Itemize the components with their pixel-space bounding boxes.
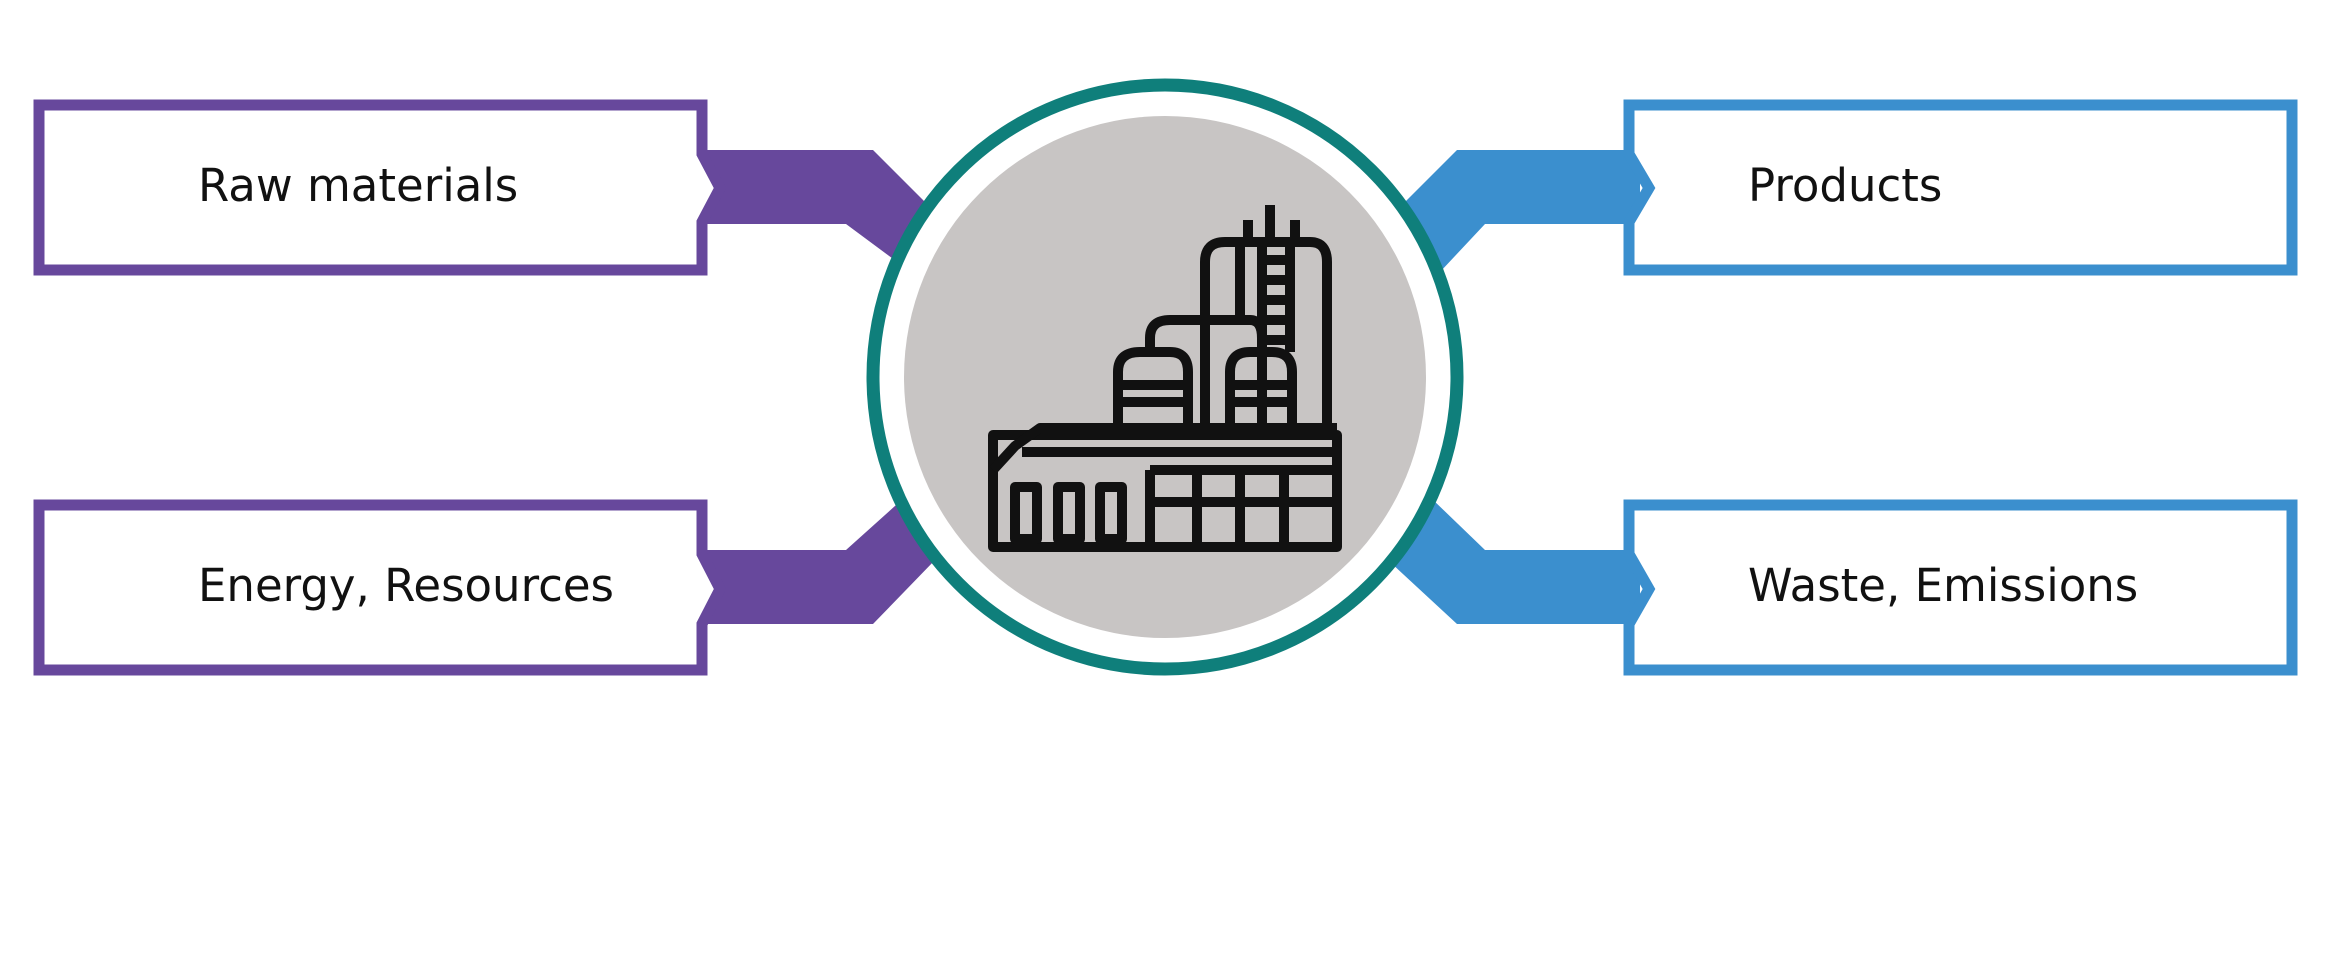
input-connectors [700,150,935,624]
raw-materials-connector [700,150,935,290]
energy-resources-box: Energy, Resources [33,499,727,676]
products-connector [1400,150,1640,272]
waste-emissions-connector [1390,497,1640,624]
energy-resources-box-border [33,499,727,676]
factory-icon [988,205,1342,552]
energy-resources-label: Energy, Resources [198,559,614,612]
products-box: Products [1623,99,2298,276]
waste-emissions-box-border [1623,499,2298,676]
raw-materials-box-border [33,99,727,276]
waste-emissions-box: Waste, Emissions [1623,499,2298,676]
process-circle-fill [904,116,1426,638]
process-circle [866,78,1464,676]
waste-emissions-label: Waste, Emissions [1748,559,2138,612]
energy-resources-connector [700,470,935,624]
products-label: Products [1748,159,1942,212]
products-box-border [1623,99,2298,276]
output-connectors [1390,150,1640,624]
raw-materials-label: Raw materials [198,159,518,212]
raw-materials-box: Raw materials [33,99,727,276]
